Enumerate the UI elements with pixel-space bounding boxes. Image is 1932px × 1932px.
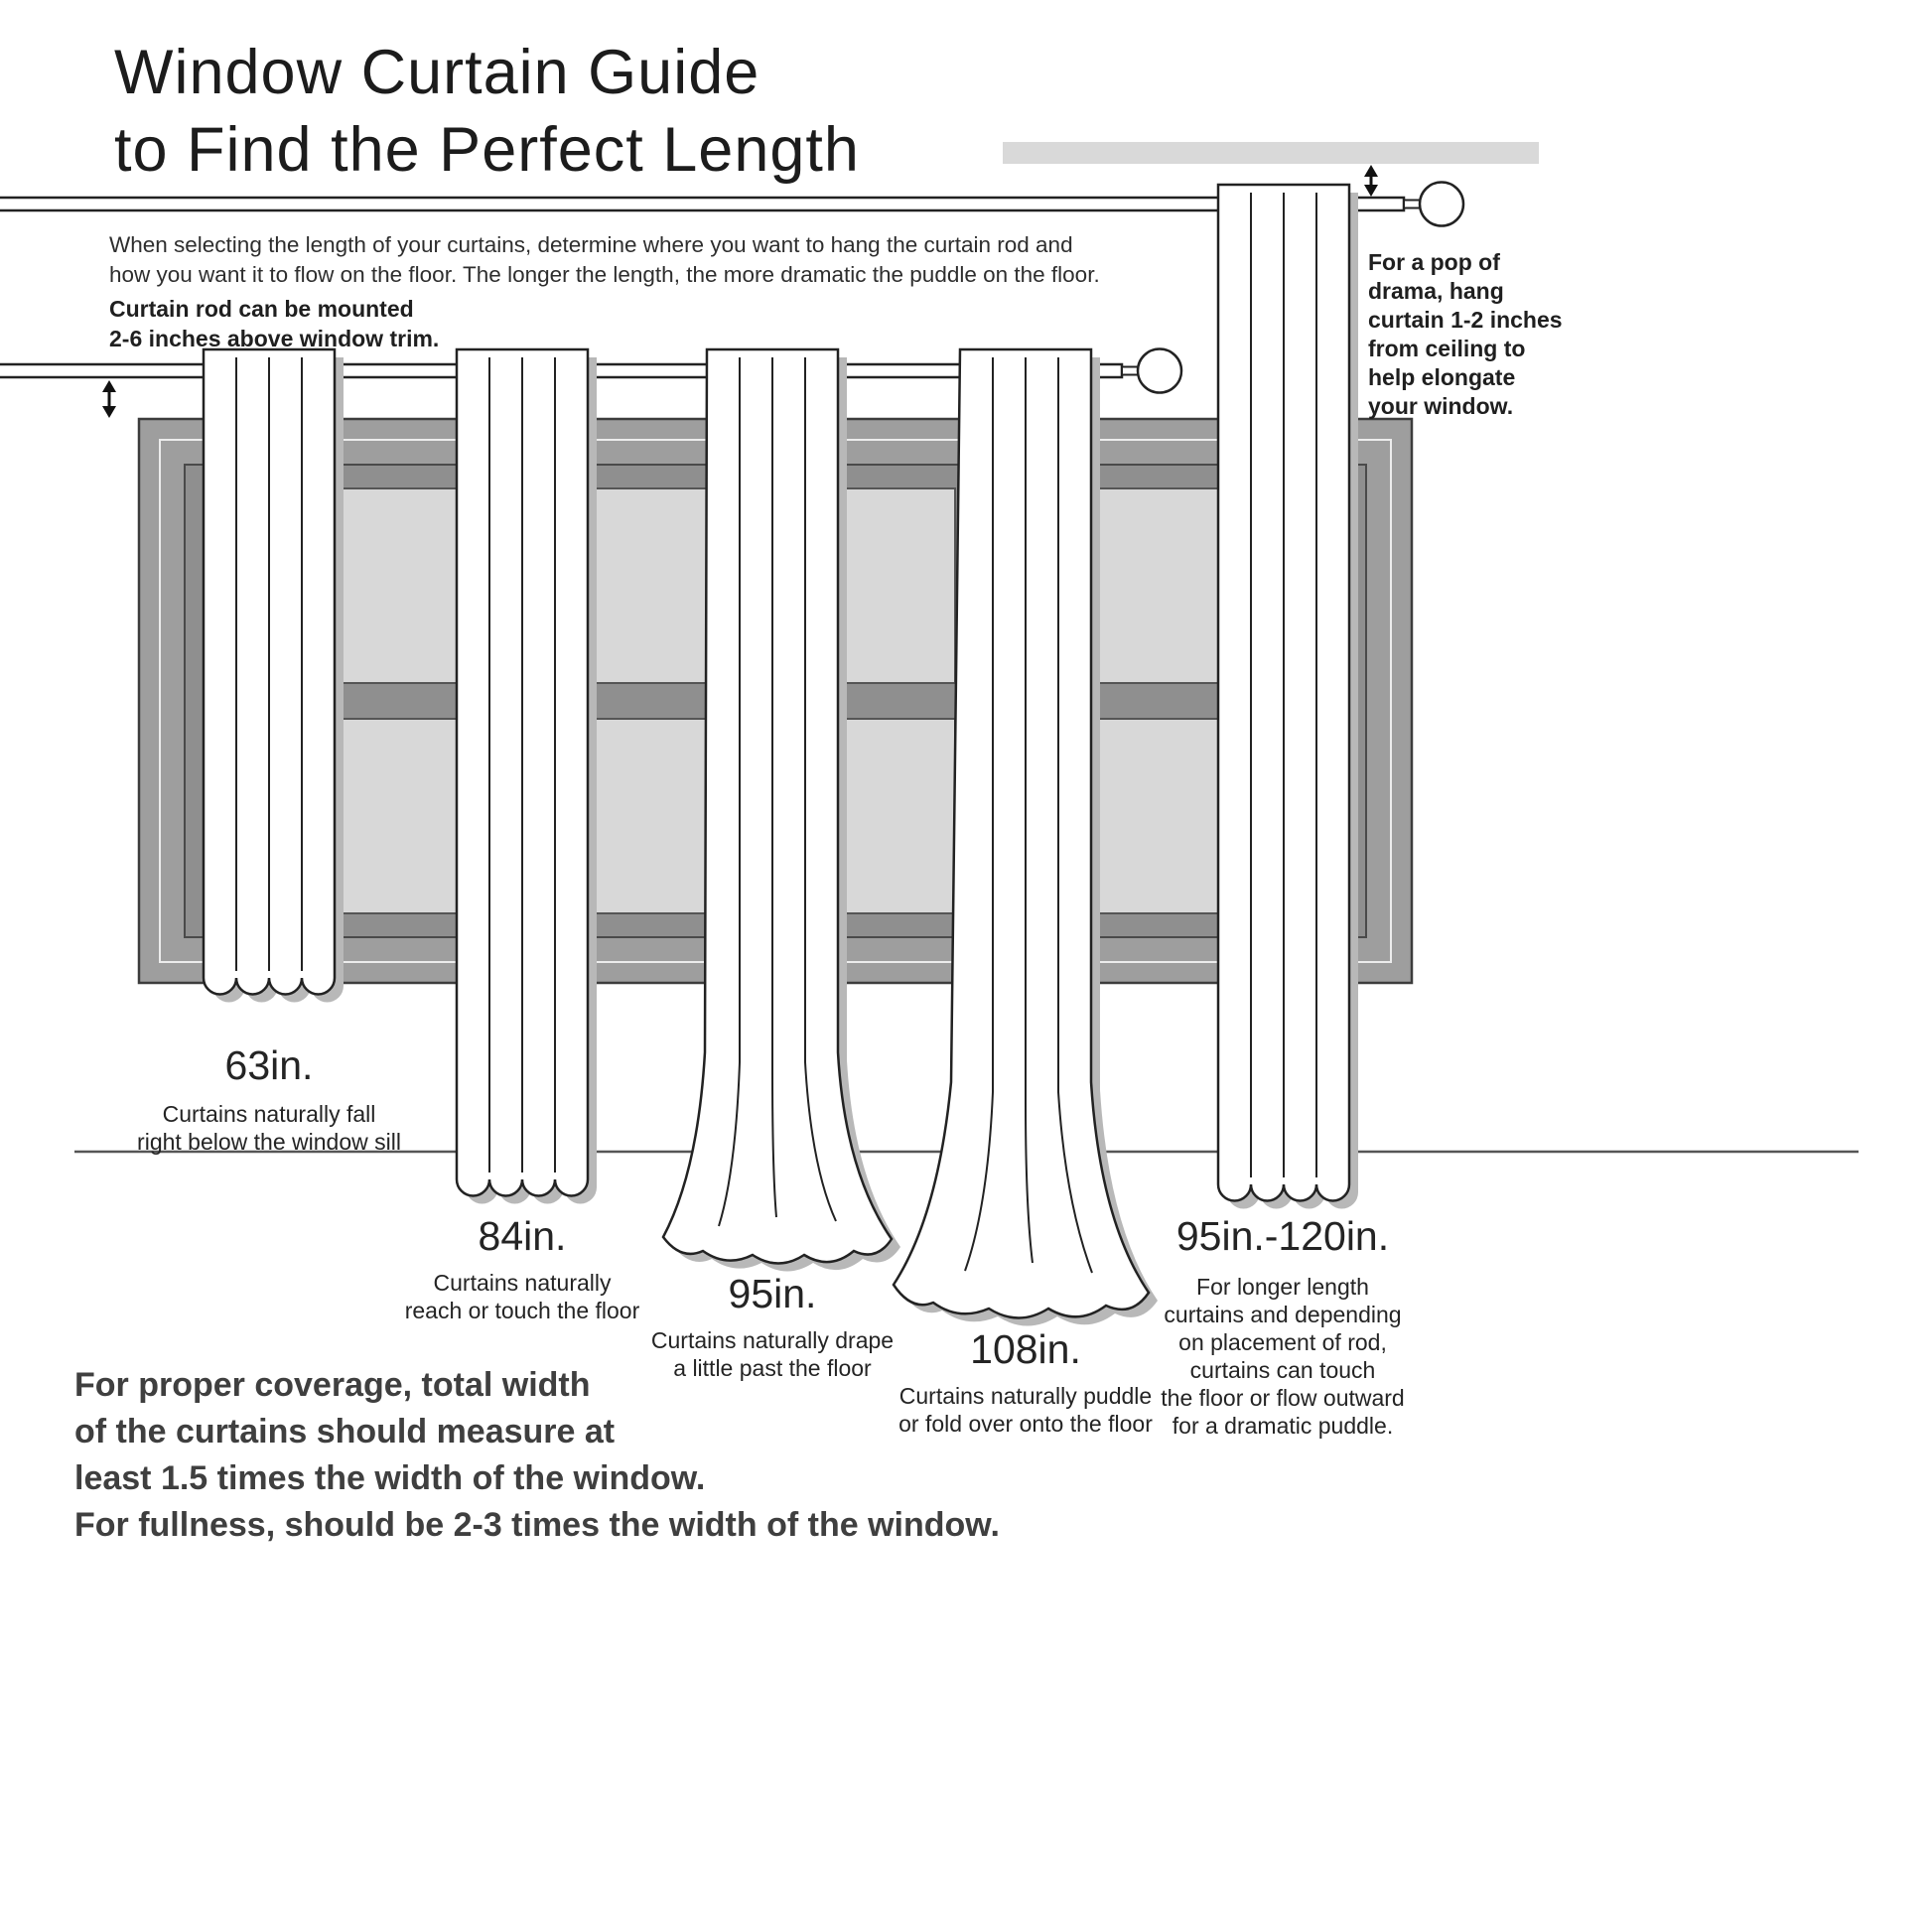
curtain-63in [202,347,345,1003]
length-label-84in: 84in. [478,1213,567,1259]
length-label-95in: 95in. [728,1271,817,1316]
length-desc-84in: Curtains naturally reach or touch the fl… [404,1270,640,1323]
curtain-95-120in [1216,183,1358,1209]
ceiling-rod [0,181,1465,227]
ceiling-bar [1003,142,1539,164]
intro-text: When selecting the length of your curtai… [109,232,1100,287]
rod-mount-note: Curtain rod can be mounted 2-6 inches ab… [109,296,440,351]
length-desc-63in: Curtains naturally fall right below the … [137,1101,401,1155]
ceiling-hang-note: For a pop of drama, hang curtain 1-2 inc… [1368,249,1563,419]
curtain-84in [455,347,597,1204]
length-desc-95in: Curtains naturally drape a little past t… [650,1327,895,1381]
length-label-95-120in: 95in.-120in. [1175,1213,1390,1259]
width-guidance: For proper coverage, total width of the … [74,1366,1000,1544]
curtain-108in [892,347,1158,1326]
length-label-108in: 108in. [970,1326,1081,1372]
curtain-95in [661,347,900,1272]
ceiling-gap-arrow [1364,165,1378,197]
rod-gap-arrow [102,380,116,418]
page-title: Window Curtain Guide to Find the Perfect… [114,38,860,185]
length-desc-108in: Curtains naturally puddle or fold over o… [898,1383,1153,1437]
length-label-63in: 63in. [224,1042,314,1088]
length-desc-95-120in: For longer length curtains and depending… [1161,1274,1405,1439]
